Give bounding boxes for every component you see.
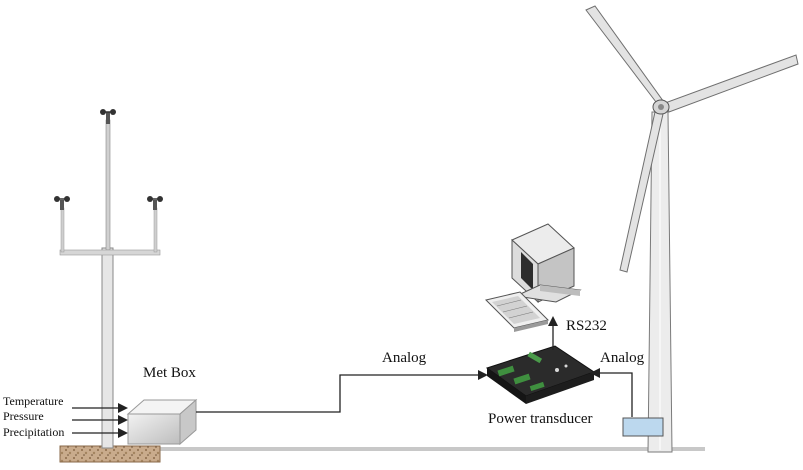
input-label-precipitation: Precipitation	[3, 425, 64, 439]
analog-label-right: Analog	[600, 350, 645, 366]
power-transducer-device	[485, 345, 596, 404]
computer-icon	[485, 223, 582, 332]
power-transducer-label: Power transducer	[488, 411, 593, 427]
met-box-label: Met Box	[143, 365, 196, 381]
input-label-pressure: Pressure	[3, 409, 44, 423]
analog-connector-left	[196, 370, 488, 413]
met-mast	[59, 119, 161, 449]
turbine-power-sensor	[622, 417, 664, 437]
anemometer-top	[100, 109, 116, 124]
anemometer-left	[54, 196, 70, 210]
rs232-label: RS232	[566, 318, 607, 334]
anemometer-right	[147, 196, 163, 210]
analog-label-left: Analog	[382, 350, 427, 366]
input-label-temperature: Temperature	[3, 394, 63, 408]
met-box	[126, 398, 198, 446]
analog-connector-right	[590, 368, 633, 417]
wind-turbine	[585, 5, 799, 453]
